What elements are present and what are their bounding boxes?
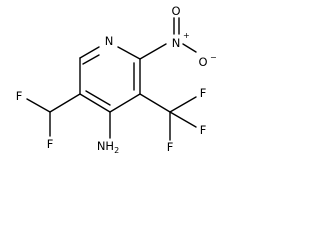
nitro-oxygen-top-label: O [171, 4, 180, 18]
bond-cf3-f2 [169, 111, 197, 128]
nitro-oxygen-charge: − [210, 53, 217, 62]
bond-c4-c5 [79, 93, 111, 113]
bond-c6-n1 [79, 46, 100, 59]
bond-c3-c4 [109, 93, 141, 113]
ring-nitrogen-label: N [105, 34, 114, 48]
difluoromethyl-group [26, 93, 81, 137]
cf3-fluorine-1-label: F [200, 86, 207, 100]
bond-nitro-n-o-right [182, 43, 197, 53]
bond-c2-nitro-n [139, 43, 167, 60]
bond-c6-n1-inner [82, 54, 100, 65]
nitro-nitrogen-charge: + [183, 31, 190, 40]
bond-n1-c2 [117, 46, 141, 60]
bond-c3-cf3 [139, 93, 171, 113]
bond-c4-c5-inner [85, 90, 111, 106]
pyridine-ring [79, 46, 141, 113]
bond-cf3-f1 [169, 96, 197, 113]
nitro-group [139, 17, 197, 60]
cf3-fluorine-3-label: F [167, 140, 174, 154]
bond-c5-chf2 [49, 93, 81, 113]
nitro-nitrogen-label: N [172, 36, 181, 50]
bond-chf2-f1 [26, 98, 51, 113]
amino-label: NH2 [97, 139, 119, 155]
cf3-fluorine-2-label: F [200, 123, 207, 137]
trifluoromethyl-group [139, 93, 197, 141]
nitro-oxygen-right-label: O [198, 55, 207, 69]
chf2-fluorine-1-label: F [16, 89, 23, 103]
chf2-fluorine-2-label: F [47, 137, 54, 151]
molecule-structure: N N + O O − F F NH2 F F F [16, 4, 217, 155]
amino-subscript: 2 [114, 146, 119, 155]
